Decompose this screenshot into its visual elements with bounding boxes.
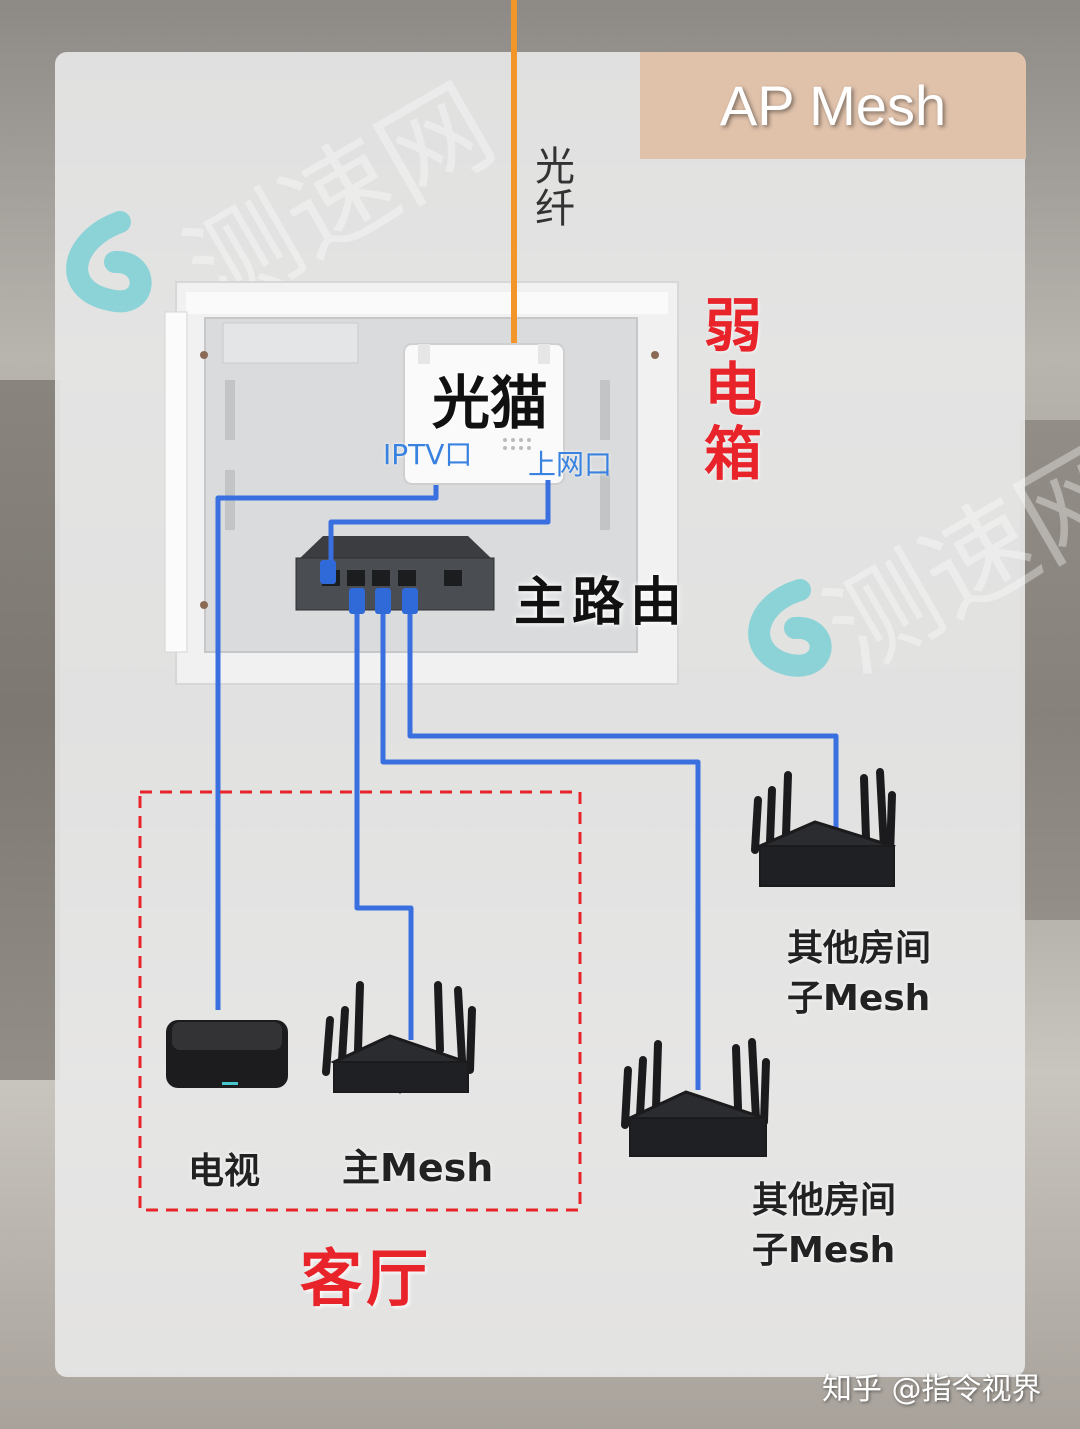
tv-box-icon [166,1020,288,1088]
cable-main-mesh [354,598,414,1040]
router-icon [751,768,897,887]
title-box [640,52,1026,159]
cable-iptv-tv [215,485,439,1010]
iptv-port-label: IPTV口 [383,438,473,471]
cable-sub-mesh-2 [380,598,701,1090]
speedtest-logo-icon [748,579,832,677]
author-credit: 知乎 @指令视界 [822,1372,1042,1407]
background-shadow-right [1020,420,1080,920]
cable-wan-router [328,480,551,572]
router-icon [621,1038,770,1157]
cable-sub-mesh-1 [407,598,839,835]
living-room-area [138,790,582,1212]
sub-mesh-label-2: 其他房间子Mesh [752,1180,897,1271]
modem-label: 光猫 [432,369,549,437]
fiber-label: 光纤 [528,145,574,229]
speedtest-logo-icon [66,211,152,313]
main-router-label: 主路由 [514,573,689,633]
router-icon [322,981,476,1094]
modem-icon [403,343,565,485]
wan-port-label: 上网口 [528,448,613,481]
background-shadow-left [0,380,60,1080]
weak-box-label: 弱电箱 [694,295,762,487]
sub-mesh-label-1: 其他房间子Mesh [787,928,932,1019]
main-mesh-label: 主Mesh [342,1146,494,1190]
tv-label: 电视 [188,1151,261,1192]
diagram-title: AP Mesh [719,74,947,137]
living-room-label: 客厅 [300,1242,433,1315]
